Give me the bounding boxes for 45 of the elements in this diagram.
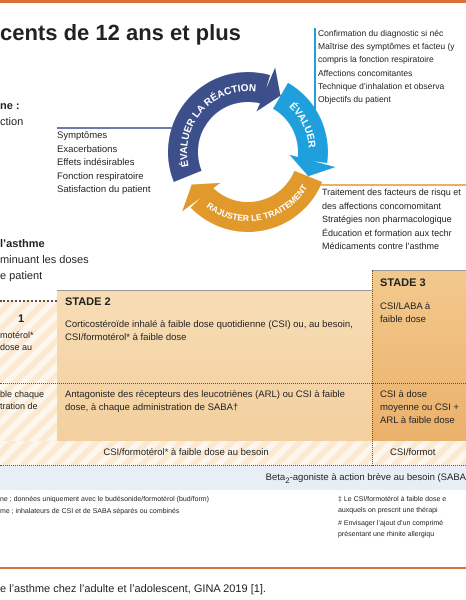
treatment-text: CSI/formotérol* à faible dose au besoin [102, 447, 270, 460]
list-item: Symptômes [57, 129, 108, 142]
treatment-text: CSI à dose moyenne ou CSI + ARL à faible dose [380, 389, 460, 428]
list-item: Stratégies non pharmacologique [322, 213, 453, 226]
stage-heading: STADE 3 [380, 276, 427, 291]
stage-box [57, 290, 372, 441]
list-item: Effets indésirables [57, 156, 136, 170]
striped-band [0, 441, 372, 466]
treatment-text: Antagoniste des récepteurs des leucotriènes (ARL) ou CSI à faible dose, à chaque administration de SABA† [65, 389, 346, 415]
list-item: Fonction respiratoire [57, 170, 145, 183]
arrowhead [256, 67, 281, 112]
treatment-text: Corticostéroïde inhalé à faible dose quotidienne (CSI) ou, au besoin, CSI/formotérol* à faible dose [65, 319, 354, 345]
stage-box [372, 270, 466, 441]
list-item: Éducation et formation aux techr [322, 226, 453, 240]
label: Technique d’inhalation et observa [318, 80, 446, 93]
cycle-segment [190, 170, 322, 232]
treatment-text: motérol* dose au [0, 329, 35, 354]
label: Maîtrise des symptômes et facteu (y compris la fonction respiratoire [318, 40, 456, 66]
treatment-text: ble chaque tration de [0, 388, 46, 412]
treatment-text: CSI/formot [390, 447, 436, 460]
label: ction [0, 115, 24, 130]
leader-line [57, 127, 172, 129]
label: Confirmation du diagnostic si néc [318, 27, 444, 40]
label: Objectifs du patient [318, 93, 392, 106]
list-item: Médicaments contre l’asthme [322, 240, 440, 253]
arrowhead [289, 154, 336, 177]
label: Affections concomitantes [318, 67, 414, 80]
striped-band [372, 441, 466, 466]
label: e patient [0, 269, 42, 284]
label: l’asthme [0, 237, 45, 252]
treatment-text: CSI/LABA à faible dose [380, 301, 432, 327]
list-item: Exacerbations [57, 142, 118, 156]
stage-heading: STADE 2 [65, 295, 112, 310]
list-item: Traitement des facteurs de risqu et des affections concomomitant [322, 186, 462, 212]
label: minuant les doses [0, 253, 89, 268]
caption: e l’asthme chez l’adulte et l’adolescent, GINA 2019 [1]. [0, 583, 266, 595]
leader-line [320, 184, 466, 186]
stage-heading: 1 [18, 312, 26, 327]
label: ne : [0, 99, 20, 114]
title: cents de 12 ans et plus [0, 20, 241, 46]
arrowhead [182, 182, 220, 212]
list-item: Satisfaction du patient [57, 183, 152, 196]
treatment-text: Beta$_{2}$-agoniste à action brève au besoin (SABA [264, 472, 466, 487]
stage-box [0, 466, 466, 490]
cycle-segment [168, 72, 270, 182]
